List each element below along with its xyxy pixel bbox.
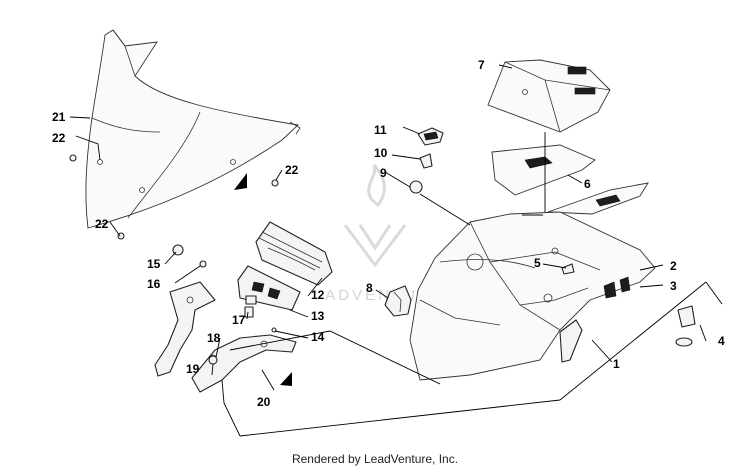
callout-22-bottom: 22 <box>95 217 109 231</box>
leader-lines <box>69 64 723 437</box>
callout-9: 9 <box>380 166 387 180</box>
callout-11: 11 <box>374 123 387 137</box>
callout-16: 16 <box>147 277 161 291</box>
callout-22-left: 22 <box>52 131 66 145</box>
switch-8 <box>384 285 412 317</box>
callout-15: 15 <box>147 257 161 271</box>
callout-2: 2 <box>670 259 677 273</box>
callout-22-right: 22 <box>285 163 299 177</box>
callout-5: 5 <box>534 256 541 270</box>
callout-20: 20 <box>257 395 271 409</box>
bolt-22b <box>271 179 279 187</box>
callout-19: 19 <box>186 362 200 376</box>
small-parts-upper <box>409 127 444 194</box>
outlet-4 <box>677 305 696 328</box>
callout-1: 1 <box>613 357 620 371</box>
callout-17: 17 <box>232 313 246 327</box>
callout-4: 4 <box>718 334 725 348</box>
callout-10: 10 <box>374 146 388 160</box>
callout-3: 3 <box>670 279 677 293</box>
callout-12: 12 <box>311 288 325 302</box>
gauge-cluster <box>255 221 333 286</box>
bolt-22c <box>117 232 125 240</box>
trim-panels <box>491 144 649 215</box>
callout-labels: 1 2 3 4 5 6 7 8 9 10 11 12 13 14 15 16 1… <box>52 58 725 409</box>
hood-assembly <box>409 211 656 381</box>
clip-10 <box>419 153 433 169</box>
callout-13: 13 <box>311 309 325 323</box>
gauge-bracket <box>237 265 301 311</box>
callout-8: 8 <box>366 281 373 295</box>
console-cover <box>487 59 611 133</box>
screw-17 <box>244 306 254 318</box>
fastener-5 <box>561 263 575 275</box>
bolt-22a <box>69 154 77 162</box>
callout-21: 21 <box>52 110 66 124</box>
screw-19 <box>208 355 218 365</box>
render-credit: Rendered by LeadVenture, Inc. <box>291 452 459 466</box>
grommet-9 <box>409 180 423 194</box>
washer-16 <box>199 260 207 268</box>
arrow-indicator-b <box>280 372 292 386</box>
arrow-indicator-a <box>234 173 247 190</box>
windshield <box>85 29 301 229</box>
callout-14: 14 <box>311 330 325 344</box>
callout-6: 6 <box>584 177 591 191</box>
callout-7: 7 <box>478 58 485 72</box>
callout-18: 18 <box>207 331 221 345</box>
small-parts-right <box>384 263 696 347</box>
